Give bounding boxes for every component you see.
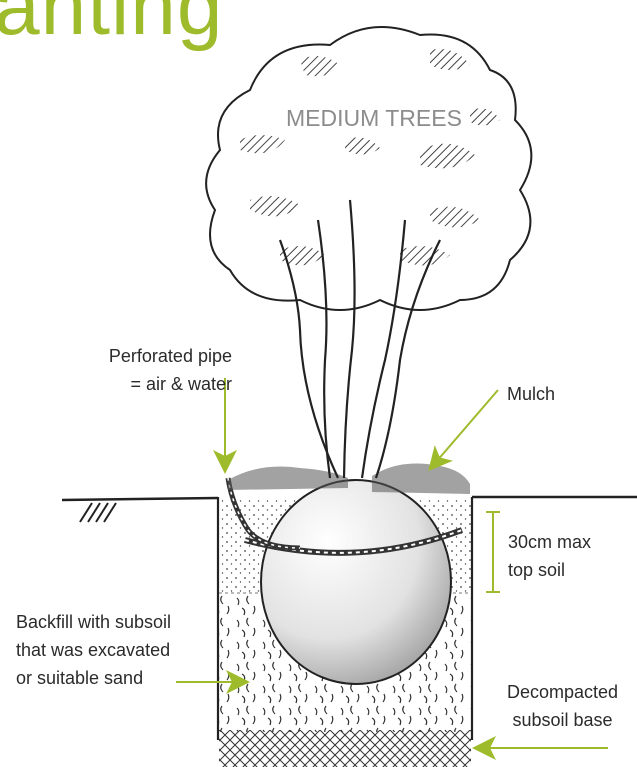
mulch-right <box>372 464 470 494</box>
top-soil-bracket <box>486 512 500 592</box>
top-soil-label: 30cm max top soil <box>508 528 591 584</box>
mulch-label: Mulch <box>507 380 555 408</box>
root-ball <box>261 480 451 684</box>
subsoil-base <box>219 730 471 767</box>
tree-trunks <box>280 200 440 478</box>
backfill-label: Backfill with subsoil that was excavated… <box>16 608 171 692</box>
perforated-pipe-label: Perforated pipe = air & water <box>70 342 232 398</box>
mulch-arrow <box>436 390 498 462</box>
canopy-hatching <box>240 49 500 265</box>
tree-canopy <box>206 27 531 310</box>
heading-fragment: anting <box>0 0 223 52</box>
tree-size-label: MEDIUM TREES <box>282 103 466 133</box>
ground-hatch <box>80 503 116 522</box>
subsoil-base-label: Decompacted subsoil base <box>490 678 635 734</box>
